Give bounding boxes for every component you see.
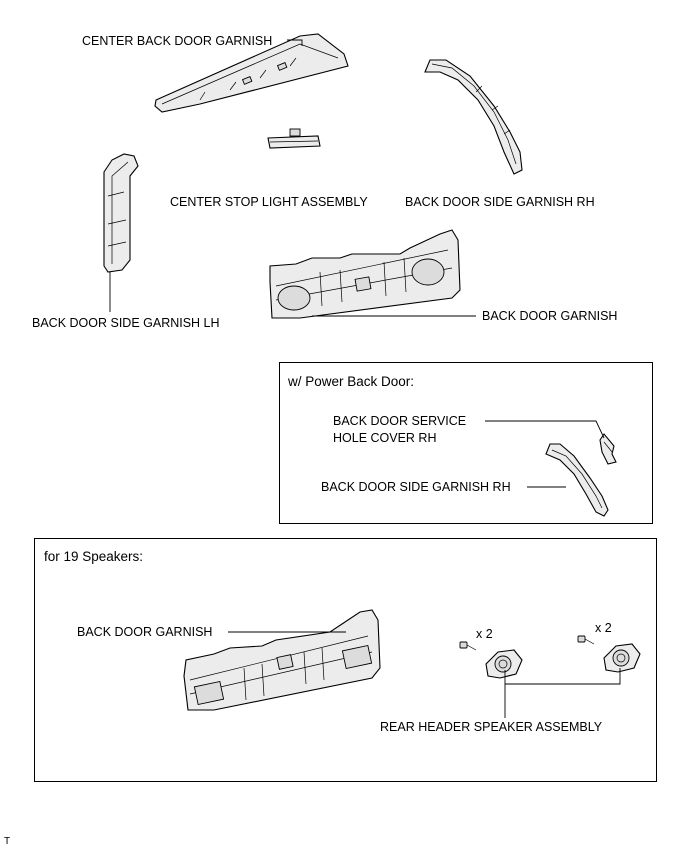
service-hole-cover-rh-part	[599, 433, 617, 465]
speaker-back-door-garnish-label: BACK DOOR GARNISH	[77, 625, 213, 639]
back-door-garnish-label: BACK DOOR GARNISH	[482, 309, 618, 323]
rear-header-speaker-right-part	[603, 643, 641, 673]
back-door-side-garnish-lh-part	[103, 153, 139, 273]
power-side-garnish-rh-part	[545, 443, 609, 517]
speaker-back-door-garnish-part	[183, 609, 381, 711]
service-hole-cover-label-line2: HOLE COVER RH	[333, 431, 437, 445]
qty-right-label: x 2	[595, 621, 612, 635]
footer-code: T	[4, 836, 11, 847]
speakers-box	[34, 538, 657, 782]
rear-header-speaker-left-part	[485, 649, 523, 679]
speakers-title: for 19 Speakers:	[44, 549, 144, 564]
power-back-door-box	[279, 362, 653, 524]
back-door-side-garnish-lh-label: BACK DOOR SIDE GARNISH LH	[32, 316, 220, 330]
screw-right-part	[577, 635, 595, 645]
qty-left-label: x 2	[476, 627, 493, 641]
center-back-door-garnish-label: CENTER BACK DOOR GARNISH	[82, 34, 273, 48]
back-door-side-garnish-rh-part	[424, 59, 523, 175]
center-stop-light-part	[267, 128, 321, 149]
back-door-garnish-part	[269, 229, 461, 319]
power-back-door-title: w/ Power Back Door:	[288, 374, 415, 389]
back-door-side-garnish-rh-label: BACK DOOR SIDE GARNISH RH	[405, 195, 595, 209]
leader-lines	[109, 39, 621, 718]
screw-left-part	[459, 641, 477, 651]
rear-header-speaker-assembly-label: REAR HEADER SPEAKER ASSEMBLY	[380, 720, 603, 734]
center-stop-light-assembly-label: CENTER STOP LIGHT ASSEMBLY	[170, 195, 368, 209]
power-side-garnish-rh-label: BACK DOOR SIDE GARNISH RH	[321, 480, 511, 494]
center-back-door-garnish-part	[154, 33, 349, 113]
service-hole-cover-label-line1: BACK DOOR SERVICE	[333, 414, 467, 428]
